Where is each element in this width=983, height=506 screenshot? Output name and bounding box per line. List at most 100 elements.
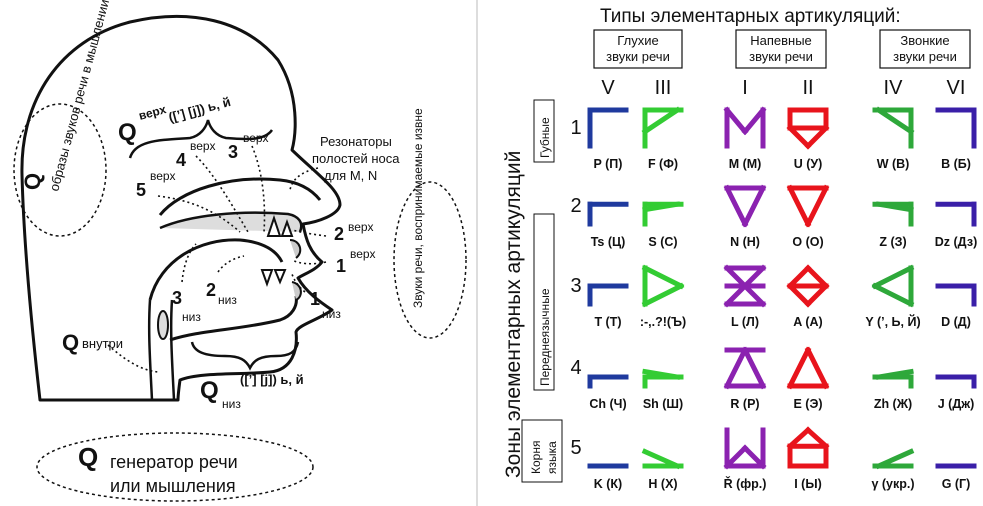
- glyph-VI-3: [935, 283, 977, 307]
- points-upper: 5 верх 4 верх 3 верх 2 верх 1 верх: [136, 131, 375, 276]
- glyph-VI-2: [935, 201, 977, 227]
- q-top-sup: верх: [137, 102, 168, 123]
- letter-label: H (Х): [648, 477, 677, 491]
- glyph-I-5: [723, 427, 767, 470]
- letter-label: D (Д): [941, 315, 971, 329]
- glyph-II-3: [786, 264, 830, 308]
- letter-label: γ (укр.): [871, 477, 914, 491]
- row-number-4: 4: [570, 357, 581, 379]
- glyph-II-1: [786, 107, 830, 150]
- glyph-IV-5: [872, 448, 915, 470]
- group-box-voiced: [879, 29, 971, 69]
- points-lower: 3 низ 2 низ 1 низ: [172, 280, 341, 324]
- letter-label: B (Б): [941, 157, 971, 171]
- generator-q: Q: [78, 442, 98, 472]
- letter-label: T (Т): [594, 315, 621, 329]
- row-number-2: 2: [570, 195, 581, 217]
- q-inner-letter: Q: [62, 330, 79, 355]
- group-box-sing: [735, 29, 827, 69]
- letter-label: M (М): [729, 157, 762, 171]
- head-outline: [20, 14, 342, 402]
- point-5-num: 5: [136, 180, 146, 200]
- column-header-VI: VI: [947, 77, 966, 99]
- group-sing-line2: звуки речи: [749, 49, 813, 64]
- glyph-III-4: [642, 368, 684, 389]
- letter-label: Ch (Ч): [589, 397, 626, 411]
- brain-ellipse: [13, 103, 107, 237]
- q-bottom-note: ([’] [j]) ь, й: [240, 372, 304, 387]
- glyph-II-2: [786, 184, 830, 228]
- glyph-VI-4: [935, 374, 977, 389]
- group-deaf-line1: Глухие: [617, 33, 658, 48]
- point-2-tag: верх: [348, 220, 373, 234]
- glyph-IV-4: [872, 368, 914, 389]
- glyph-II-5: [786, 426, 830, 469]
- zone-root-line1: Корня: [529, 441, 543, 474]
- group-box-deaf: [593, 29, 683, 69]
- generator-line2: или мышления: [110, 476, 236, 496]
- zone-labial: Губные: [538, 117, 552, 158]
- generator-line1: генератор речи: [110, 452, 238, 472]
- articulation-table: Типы элементарных артикуляций: Глухие зв…: [502, 6, 977, 491]
- generator-ellipse: [36, 432, 314, 502]
- letter-label: E (Э): [793, 397, 822, 411]
- letter-label: P (П): [594, 157, 623, 171]
- zone-box-front: [533, 213, 555, 391]
- letter-label: S (С): [648, 235, 677, 249]
- column-header-V: V: [601, 77, 615, 99]
- glyph-I-3: [723, 264, 767, 308]
- throat-outline: [147, 299, 176, 401]
- point-4-tag: верх: [190, 139, 215, 153]
- glyph-III-5: [641, 448, 684, 470]
- row-number-1: 1: [570, 117, 581, 139]
- letter-label: G (Г): [942, 477, 971, 491]
- letter-label: A (А): [793, 315, 822, 329]
- column-header-II: II: [802, 77, 813, 99]
- point-1-num: 1: [336, 256, 346, 276]
- group-sing-line1: Напевные: [750, 33, 812, 48]
- q-top-note: ([’] [j]) ь, й: [167, 94, 232, 125]
- glyph-I-2: [723, 184, 767, 228]
- brace-top: [128, 119, 274, 159]
- glyph-V-1: [587, 107, 629, 149]
- glyph-V-2: [587, 201, 629, 227]
- letter-label: J (Дж): [938, 397, 975, 411]
- glyph-III-3: [641, 264, 685, 308]
- letter-label: I (Ы): [794, 477, 822, 491]
- letter-label: L (Л): [731, 315, 759, 329]
- letter-label: Y (’, Ь, Й): [865, 314, 920, 329]
- letter-label: Ř (фр.): [724, 476, 767, 491]
- point-2-low-num: 2: [206, 280, 216, 300]
- letter-label: F (Ф): [648, 157, 678, 171]
- glyph-grid: [587, 106, 977, 470]
- letter-label: :-,.?!(Ъ): [640, 315, 686, 329]
- lip-lower: [291, 281, 302, 301]
- row-number-5: 5: [570, 437, 581, 459]
- resonators-line1: Резонаторы: [320, 134, 392, 149]
- point-2-low-tag: низ: [218, 293, 237, 307]
- point-3-low-num: 3: [172, 288, 182, 308]
- teeth-lower: [260, 269, 287, 287]
- zone-box-labial: [533, 99, 555, 163]
- jaw-outline: [169, 295, 298, 342]
- group-voiced-line1: Звонкие: [900, 33, 949, 48]
- letter-label: Dz (Дз): [935, 235, 978, 249]
- glyph-III-2: [642, 201, 684, 227]
- brace-bottom: [190, 341, 300, 371]
- table-title: Типы элементарных артикуляций:: [600, 6, 901, 27]
- column-header-I: I: [742, 77, 748, 99]
- zone-box-root: [521, 419, 563, 483]
- nasal-cavity-outline: [158, 177, 322, 216]
- glyph-VI-1: [935, 107, 977, 149]
- letter-label: W (В): [877, 157, 910, 171]
- group-voiced-line2: звуки речи: [893, 49, 957, 64]
- letter-labels: P (П)F (Ф)M (М)U (У)W (В)B (Б)Ts (Ц)S (С…: [589, 157, 977, 491]
- pointer-lines: [107, 145, 327, 373]
- letter-label: U (У): [794, 157, 823, 171]
- point-1-low-tag: низ: [322, 307, 341, 321]
- zone-root-line2: языка: [545, 441, 559, 474]
- column-header-IV: IV: [884, 77, 904, 99]
- teeth-upper: [266, 214, 294, 237]
- lip-upper: [289, 239, 302, 259]
